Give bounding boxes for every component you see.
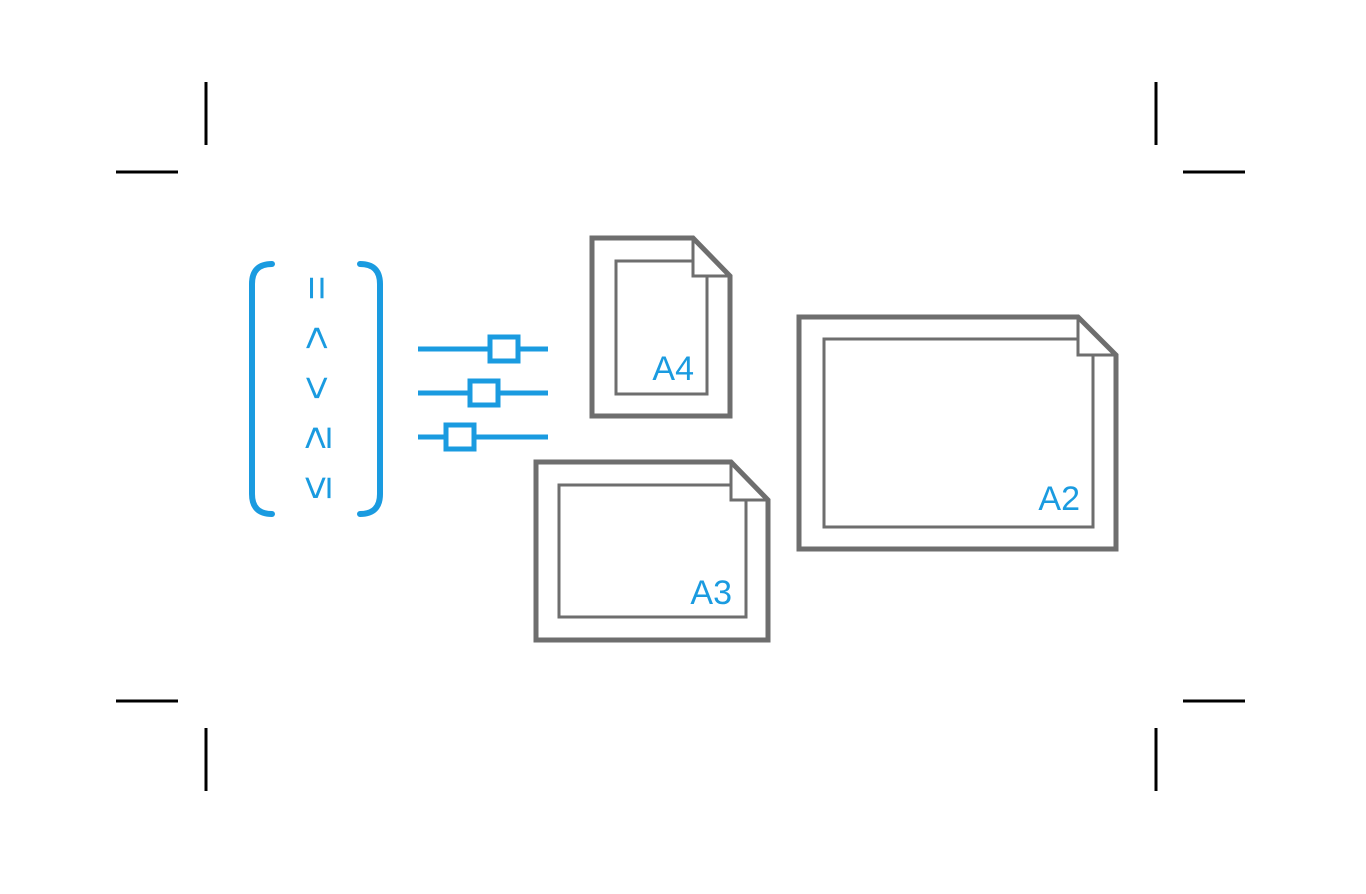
- a3-corner-fold: [729, 462, 768, 502]
- a4-corner-fold: [691, 238, 730, 278]
- crop-mark-icon-top-left: [116, 82, 208, 174]
- crop-mark-icon-bottom-right: [1154, 699, 1245, 791]
- slider-handle-3: [443, 422, 477, 452]
- a3-outer-outline: [533, 459, 771, 643]
- comparison-symbol: ≤: [293, 476, 340, 499]
- slider-settings-icon: [418, 334, 548, 452]
- crop-mark-icon-top-right: [1154, 82, 1245, 174]
- paper-sheet-icon-a3: A3: [533, 459, 771, 643]
- comparison-symbol: <: [293, 376, 340, 401]
- slider-handle-2: [467, 378, 501, 408]
- paper-sheet-icon-a4: A4: [589, 235, 733, 419]
- paper-label-a4: A4: [652, 350, 694, 388]
- a2-outer-outline: [796, 314, 1119, 552]
- comparison-symbol: ≥: [293, 426, 340, 449]
- comparison-symbol: >: [293, 326, 340, 351]
- comparison-symbol: =: [293, 276, 340, 301]
- crop-mark-icon-bottom-left: [116, 699, 208, 791]
- slider-handle-1: [487, 334, 521, 364]
- right-bracket: [357, 261, 383, 517]
- paper-label-a3: A3: [690, 574, 732, 612]
- comparison-brackets-icon: = > < ≥ ≤: [249, 261, 383, 517]
- a2-corner-fold: [1076, 317, 1116, 357]
- paper-label-a2: A2: [1038, 480, 1080, 518]
- crop-marks: [116, 82, 1245, 791]
- paper-sheet-icon-a2: A2: [796, 314, 1119, 552]
- comparison-symbols: = > < ≥ ≤: [293, 276, 340, 500]
- a4-outer-outline: [589, 235, 733, 419]
- left-bracket: [249, 261, 275, 517]
